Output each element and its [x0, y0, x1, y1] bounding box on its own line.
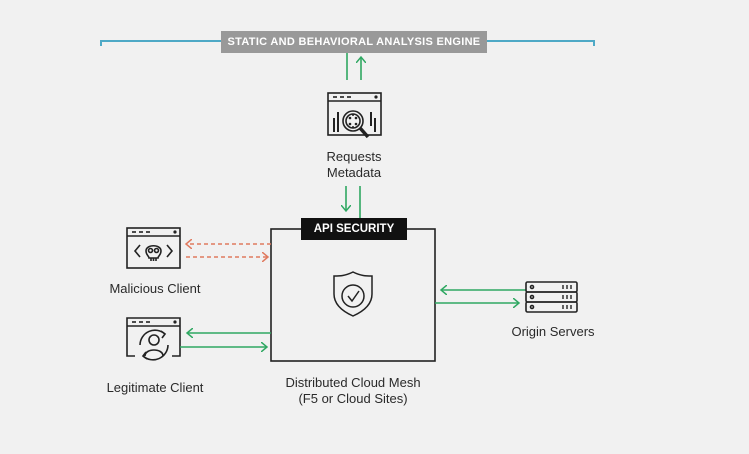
engine-bracket: [100, 40, 595, 46]
malicious-client-label: Malicious Client: [109, 281, 201, 296]
skull-code-window-icon: [126, 227, 181, 269]
shield-check-icon: [333, 271, 373, 317]
search-analytics-icon: [327, 92, 382, 139]
mesh-label: Distributed Cloud Mesh (F5 or Cloud Site…: [263, 375, 443, 407]
requests-metadata-line1: Requests: [326, 149, 382, 164]
analysis-engine-banner: STATIC AND BEHAVIORAL ANALYSIS ENGINE: [221, 31, 487, 53]
server-stack-icon: [525, 281, 578, 313]
api-security-badge: API SECURITY: [301, 218, 407, 240]
user-sync-window-icon: [126, 317, 181, 361]
requests-metadata-label: Requests Metadata: [304, 149, 404, 181]
mesh-label-line1: Distributed Cloud Mesh: [285, 375, 421, 390]
mesh-label-line2: (F5 or Cloud Sites): [298, 391, 408, 406]
legitimate-client-label: Legitimate Client: [106, 380, 204, 395]
mesh-box: [270, 228, 436, 362]
requests-metadata-line2: Metadata: [326, 165, 382, 180]
origin-servers-label: Origin Servers: [511, 324, 595, 339]
